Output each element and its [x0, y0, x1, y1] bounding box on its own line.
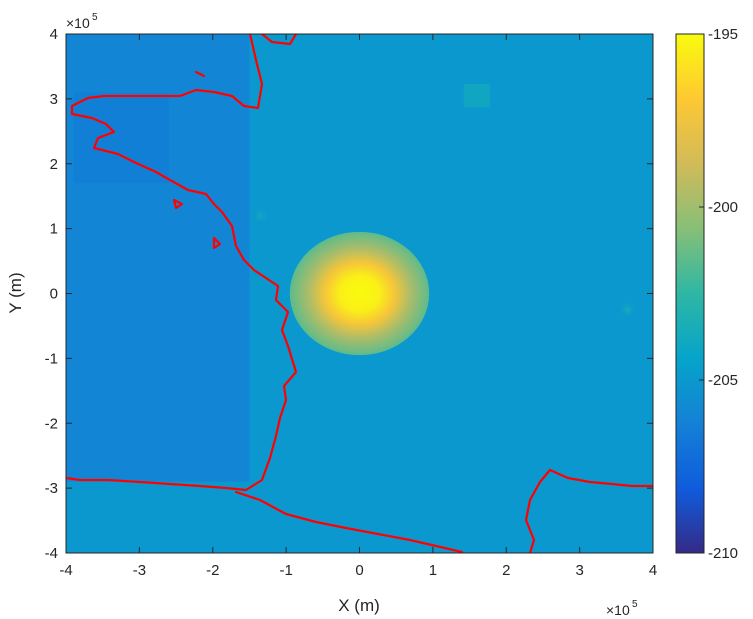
x-exponent-power: 5: [632, 599, 638, 610]
y-tick-label: -4: [45, 545, 58, 562]
source-circle: [289, 231, 430, 356]
coastline-segment: [524, 468, 552, 553]
heatmap-plot: [65, 33, 654, 554]
x-tick-label: -2: [206, 562, 219, 579]
y-tick-label: 2: [50, 156, 58, 173]
colorbar-frame: [675, 33, 705, 554]
y-axis-exponent: ×10 5: [66, 12, 98, 31]
coastline-segment: [548, 468, 653, 488]
colorbar-tick-label: -205: [708, 372, 738, 389]
x-tick-label: 3: [575, 562, 583, 579]
x-tick-label: -3: [133, 562, 146, 579]
y-tick-label: 1: [50, 221, 58, 238]
x-tick-label: 2: [502, 562, 510, 579]
colorbar-gradient: [676, 34, 704, 553]
x-axis-label: X (m): [338, 596, 380, 615]
y-axis-label: Y (m): [6, 272, 25, 313]
y-tick-label: 0: [50, 286, 58, 303]
x-tick-label: 4: [649, 562, 657, 579]
coastline-layer: [66, 34, 653, 553]
y-tick-label: 4: [50, 26, 58, 43]
coastline-segment: [172, 198, 184, 210]
colorbar: -195 -200 -205 -210: [675, 26, 738, 562]
y-tick-label: 3: [50, 91, 58, 108]
coastline-segment: [234, 490, 464, 553]
x-tick-label: -1: [279, 562, 292, 579]
colorbar-ticks: -195 -200 -205 -210: [699, 26, 738, 562]
y-tick-label: -1: [45, 350, 58, 367]
y-tick-label: -3: [45, 480, 58, 497]
x-tick-label: -4: [59, 562, 72, 579]
coastline-segment: [66, 34, 298, 492]
y-exponent-base: ×10: [66, 15, 90, 31]
coastline-segment: [260, 34, 298, 46]
signal-spot: [618, 300, 637, 319]
signal-square: [463, 83, 491, 108]
y-exponent-power: 5: [92, 12, 98, 23]
y-axis-ticks: 4 3 2 1 0 -1 -2 -3 -4: [45, 26, 653, 562]
coastline-segment: [194, 70, 206, 78]
x-axis-ticks: -4 -3 -2 -1 0 1 2 3 4: [59, 34, 657, 579]
x-tick-label: 0: [355, 562, 363, 579]
coastline-segment: [212, 236, 222, 250]
colorbar-tick-label: -195: [708, 26, 738, 43]
low-level-region-inner: [74, 92, 169, 184]
colorbar-tick-label: -210: [708, 545, 738, 562]
x-tick-label: 1: [429, 562, 437, 579]
x-axis-exponent: ×10 5: [606, 599, 638, 618]
y-tick-label: -2: [45, 415, 58, 432]
x-exponent-base: ×10: [606, 602, 630, 618]
colorbar-tick-label: -200: [708, 199, 738, 216]
signal-spot: [251, 206, 270, 225]
